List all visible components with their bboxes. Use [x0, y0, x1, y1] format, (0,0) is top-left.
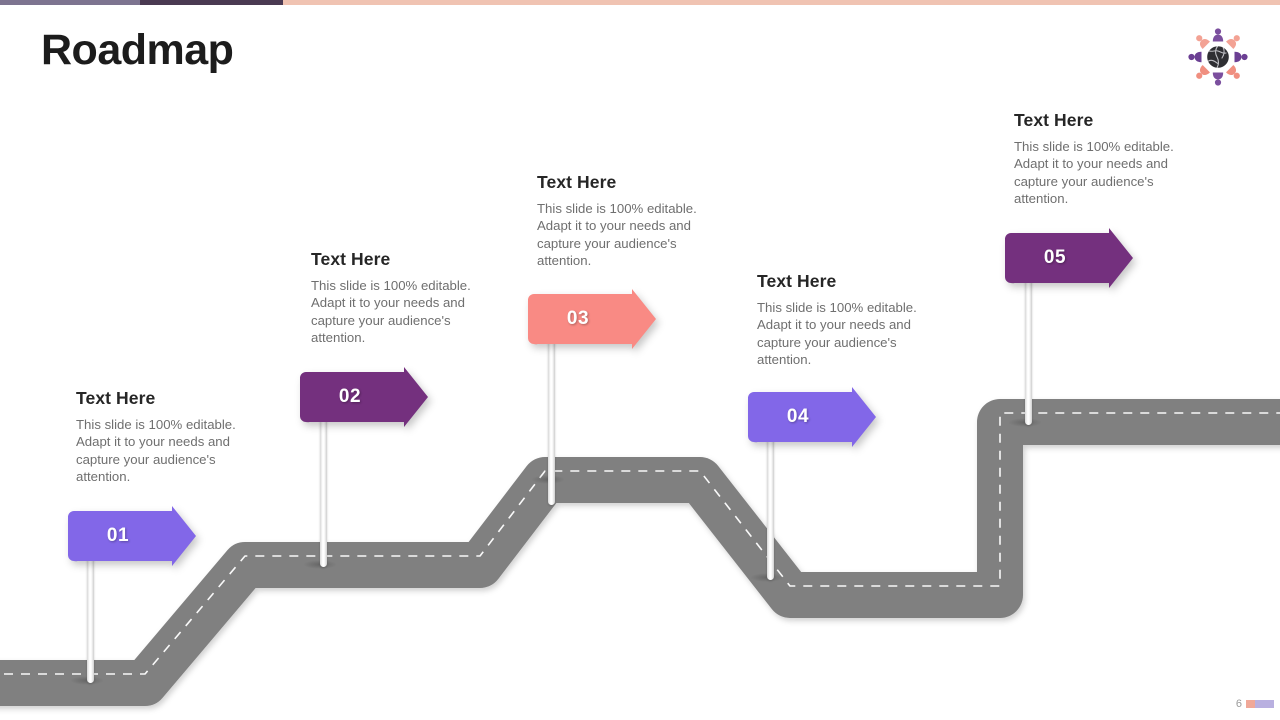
accent-segment-peach [283, 0, 1280, 5]
page-chip [1246, 700, 1274, 708]
milestone-04-body: This slide is 100% editable. Adapt it to… [757, 300, 917, 368]
milestone-05-title: Text Here [1014, 110, 1094, 130]
milestone-03-text: Text Here This slide is 100% editable. A… [537, 172, 727, 270]
milestone-02-title: Text Here [311, 249, 391, 269]
milestone-04-number: 04 [786, 406, 810, 427]
milestone-01-number: 01 [106, 525, 130, 546]
page-number: 6 [1235, 698, 1242, 710]
milestone-03-number: 03 [566, 308, 590, 329]
milestone-01-text: Text Here This slide is 100% editable. A… [76, 388, 266, 486]
page-chip-purple [1255, 700, 1274, 708]
top-accent-bar [0, 0, 1280, 5]
milestone-04-text: Text Here This slide is 100% editable. A… [757, 271, 947, 369]
milestone-03-pole [548, 303, 555, 505]
milestone-02-flag[interactable]: 02 [298, 366, 432, 428]
milestone-05-pole [1025, 242, 1032, 425]
milestone-01-flag[interactable]: 01 [66, 505, 200, 567]
page-chip-coral [1246, 700, 1255, 708]
milestone-02-text: Text Here This slide is 100% editable. A… [311, 249, 501, 347]
milestone-05-number: 05 [1043, 247, 1067, 268]
milestone-04-title: Text Here [757, 271, 837, 291]
logo-people-ring [1188, 28, 1248, 86]
milestone-03-body: This slide is 100% editable. Adapt it to… [537, 201, 697, 269]
milestone-04-flag[interactable]: 04 [746, 386, 880, 448]
milestone-04-pole [767, 401, 774, 580]
milestone-02-body: This slide is 100% editable. Adapt it to… [311, 278, 471, 346]
milestone-02-number: 02 [338, 386, 362, 407]
milestone-01-pole [87, 520, 94, 683]
global-people-logo [1182, 26, 1254, 88]
accent-segment-dark-purple [140, 0, 283, 5]
milestone-03-title: Text Here [537, 172, 617, 192]
milestone-05-text: Text Here This slide is 100% editable. A… [1014, 110, 1204, 208]
milestone-05-body: This slide is 100% editable. Adapt it to… [1014, 139, 1174, 207]
milestone-01-title: Text Here [76, 388, 156, 408]
milestone-01-body: This slide is 100% editable. Adapt it to… [76, 417, 236, 485]
logo-globe-icon [1205, 44, 1231, 70]
milestone-03-flag[interactable]: 03 [526, 288, 660, 350]
milestone-02-pole [320, 381, 327, 567]
accent-segment-gray-purple [0, 0, 140, 5]
page-title: Roadmap [41, 26, 234, 74]
milestone-05-flag[interactable]: 05 [1003, 227, 1137, 289]
